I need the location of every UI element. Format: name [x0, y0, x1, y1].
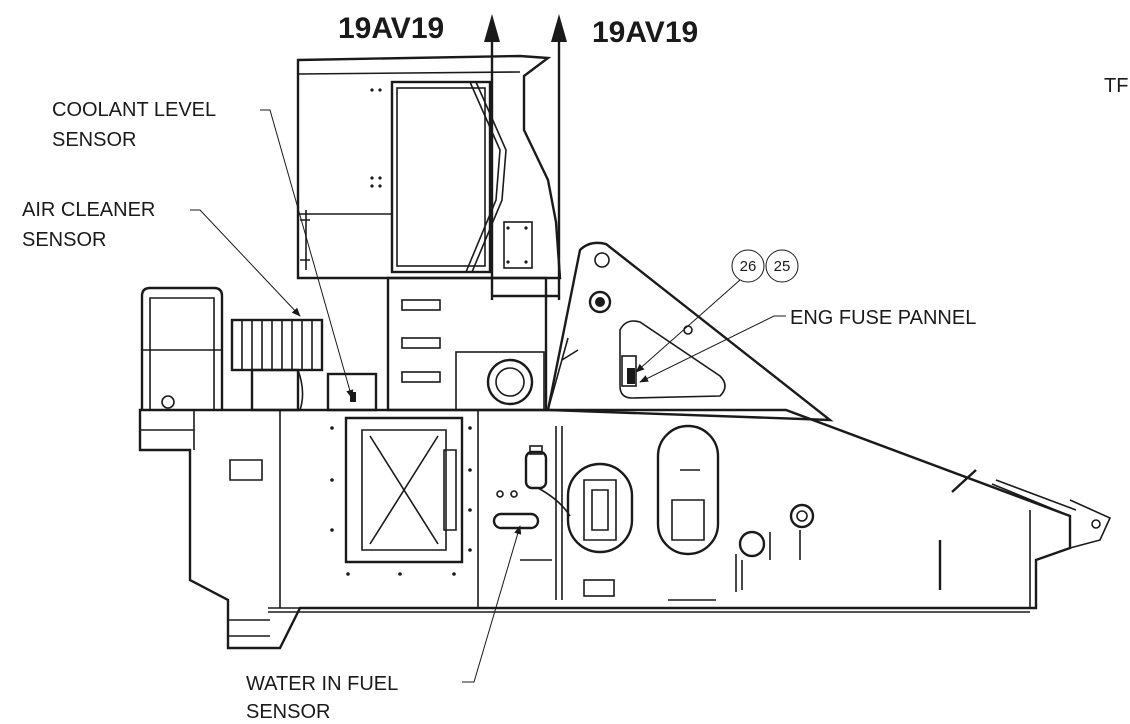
callout-water-in-fuel-line1: WATER IN FUEL — [246, 673, 398, 695]
operator-cab — [296, 54, 562, 280]
callout-coolant-line2: SENSOR — [52, 129, 136, 151]
callout-water-in-fuel-line2: SENSOR — [246, 701, 330, 723]
item-number-26: 26 — [740, 258, 757, 275]
section-label-left: 19AV19 — [338, 12, 444, 45]
item-balloon-25 — [765, 249, 799, 283]
fuel-filter — [524, 450, 548, 490]
section-marker-left: 19AV19 — [338, 12, 500, 300]
round-component — [455, 351, 545, 411]
callout-air-cleaner-line1: AIR CLEANER — [22, 199, 155, 221]
callout-coolant-level-sensor: COOLANT LEVEL SENSOR — [52, 99, 354, 399]
up-arrow-icon — [484, 14, 500, 42]
inspection-port — [656, 424, 720, 556]
cab-door — [390, 80, 492, 274]
coolant-tank — [326, 372, 378, 412]
callout-water-in-fuel-sensor: WATER IN FUEL SENSOR — [246, 525, 522, 723]
up-arrow-icon — [551, 14, 567, 42]
callout-air-cleaner-line2: SENSOR — [22, 229, 106, 251]
truncated-right-label: TF — [1104, 75, 1128, 97]
callout-air-cleaner-sensor: AIR CLEANER SENSOR — [22, 199, 301, 317]
callout-eng-fuse-pannel: 26 25 ENG FUSE PANNEL — [635, 249, 976, 383]
item-balloon-26 — [731, 249, 765, 283]
main-frame — [138, 408, 1112, 650]
handrail — [140, 286, 224, 410]
item-number-25: 25 — [774, 258, 791, 275]
section-label-right: 19AV19 — [592, 16, 698, 49]
air-cleaner — [230, 318, 324, 412]
callout-eng-fuse-pannel-text: ENG FUSE PANNEL — [790, 307, 976, 329]
boom-tower — [546, 241, 834, 422]
inspection-port — [566, 462, 634, 554]
callout-coolant-line1: COOLANT LEVEL — [52, 99, 216, 121]
